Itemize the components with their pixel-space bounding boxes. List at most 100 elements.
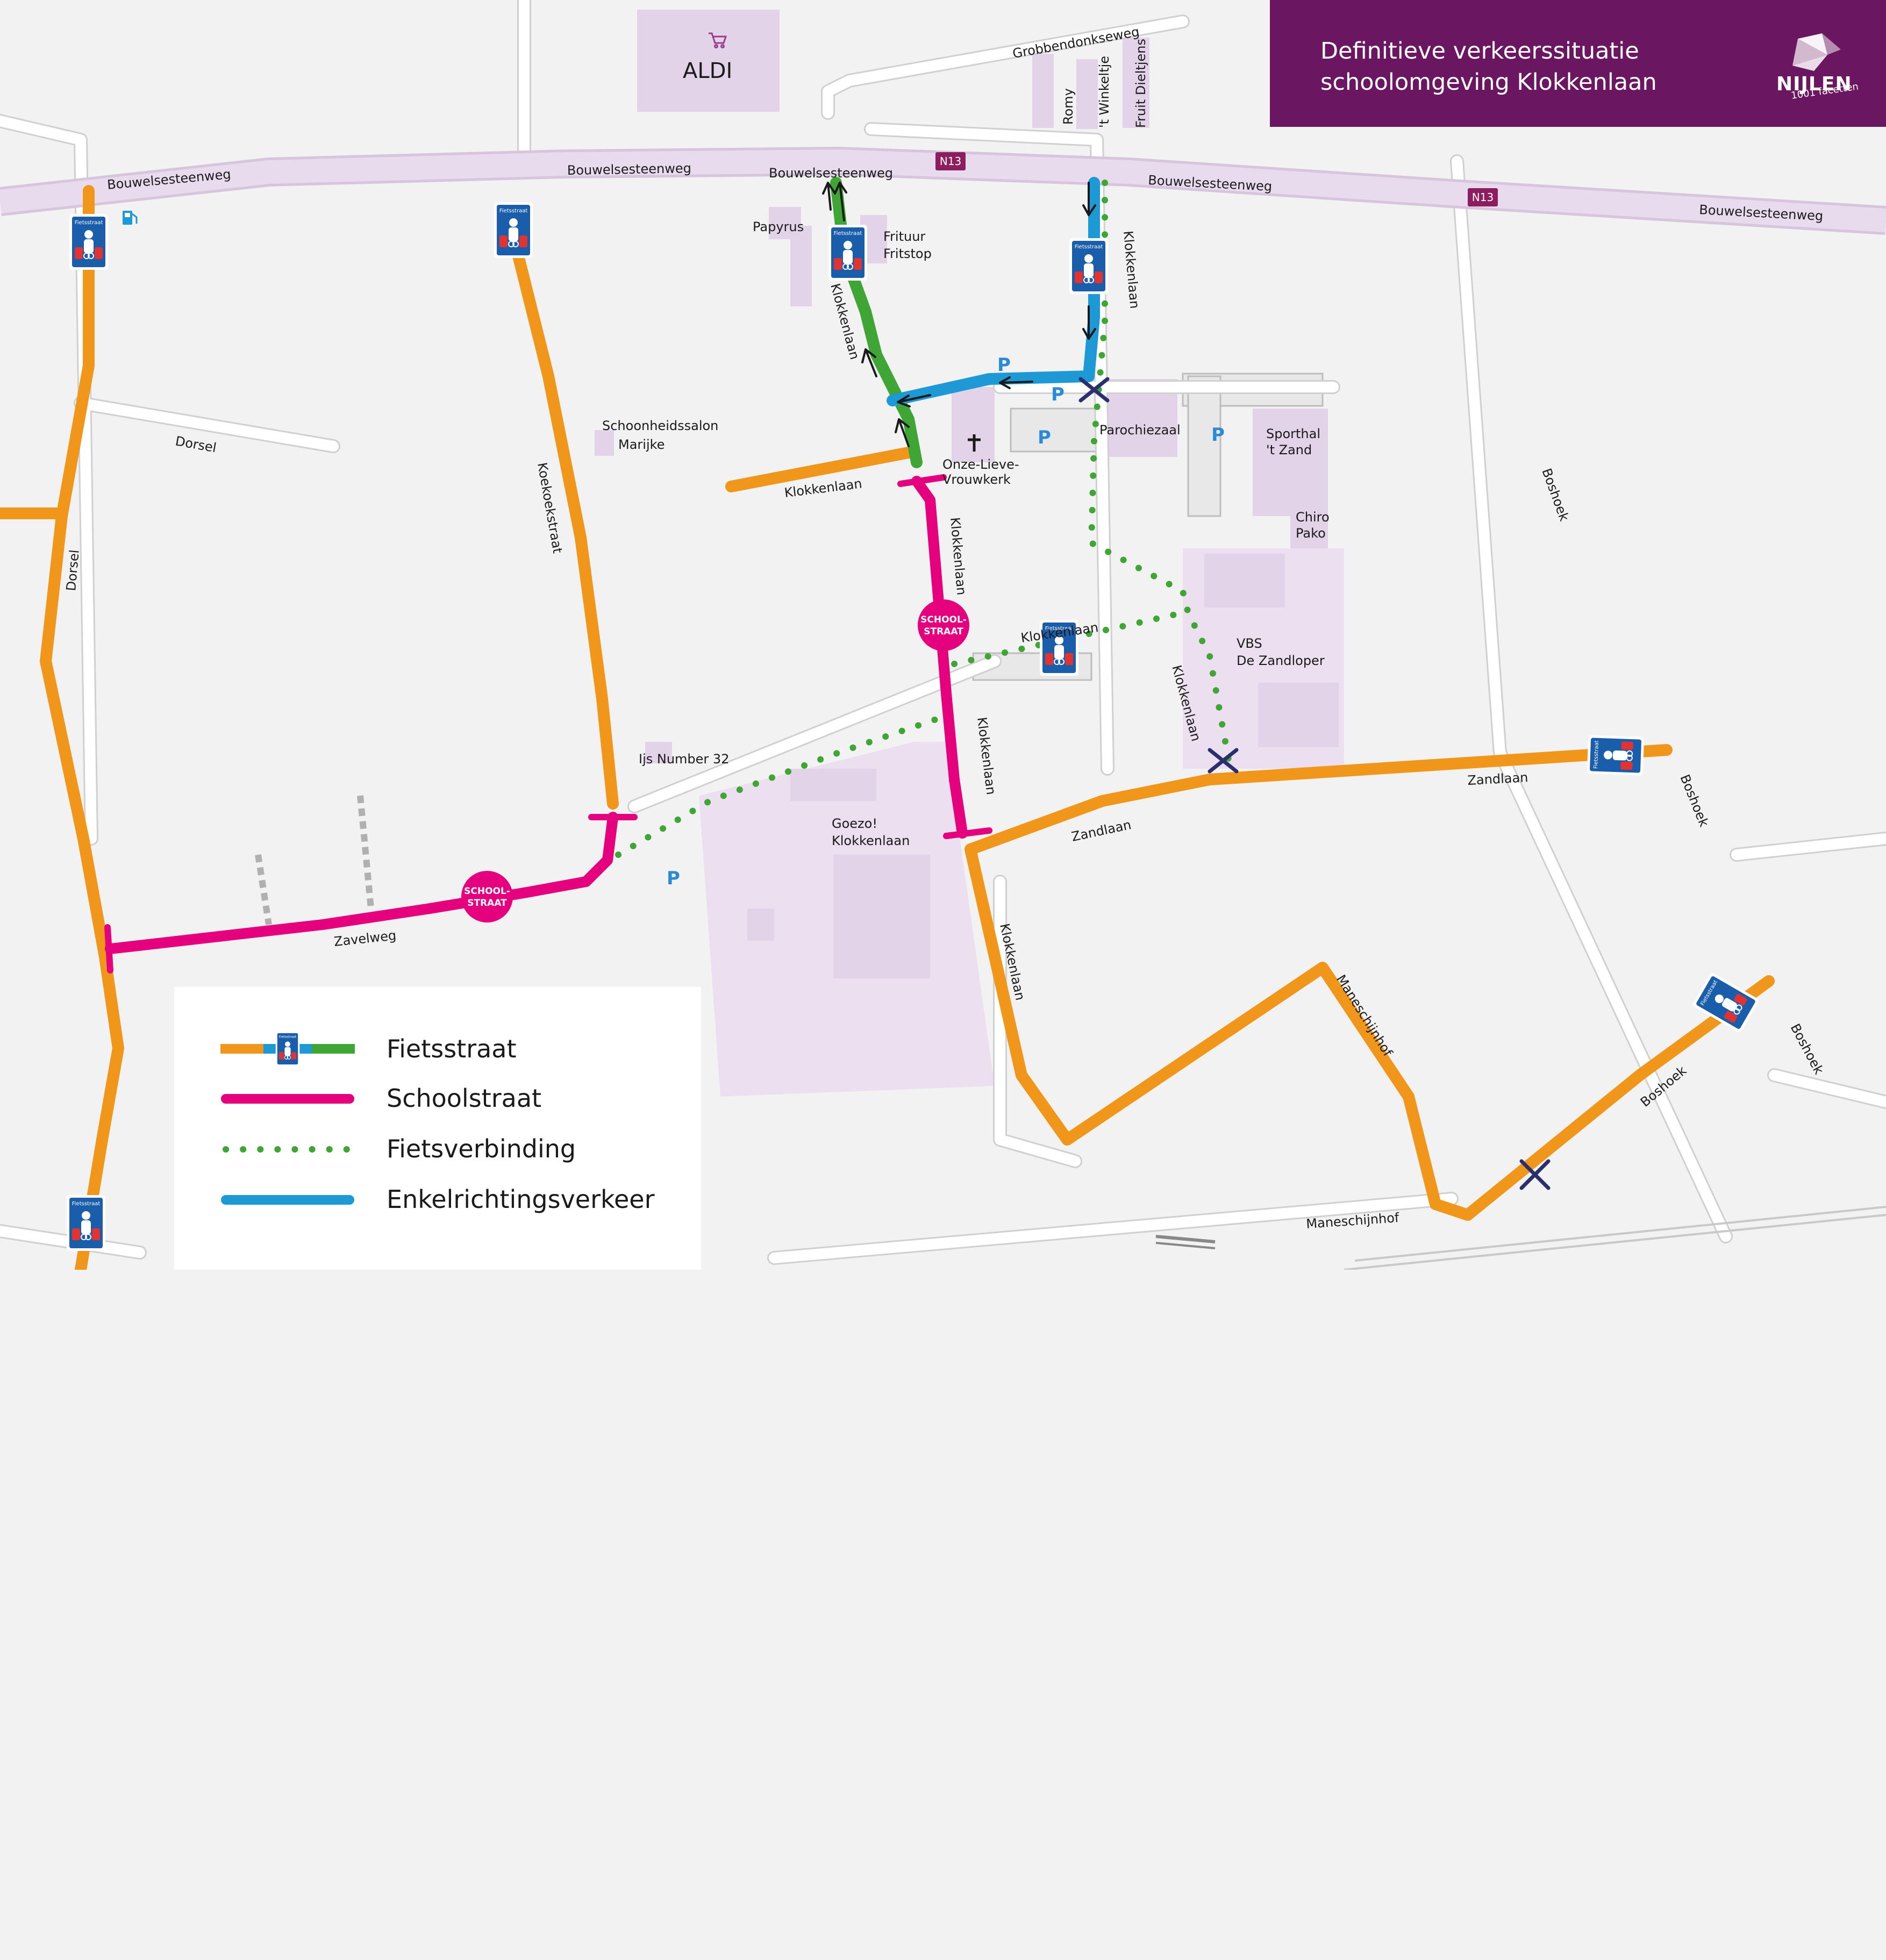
street-label-zandlaan: Zandlaan: [1070, 817, 1132, 845]
street-label-koekoekstraat: Koekoekstraat: [534, 461, 565, 554]
parking-labels: P P P P P: [667, 354, 1225, 889]
building-goezo-2: [833, 855, 930, 978]
place-label-chiro: Chiro: [1296, 510, 1330, 525]
place-label-ijs: Ijs Number 32: [639, 752, 729, 767]
legend-swatch-fietsstraat: [220, 1031, 355, 1067]
parking-kerk: [1010, 407, 1103, 453]
place-label-pako: Pako: [1296, 526, 1326, 541]
fietsverbinding-goezo: [615, 714, 944, 858]
parking-label: P: [1051, 384, 1065, 405]
fietsstraat-sign-icon: [1069, 238, 1109, 295]
place-label-frituur: Frituur: [883, 229, 925, 244]
tracks: [255, 795, 374, 925]
parking-label: P: [667, 868, 680, 889]
building-aldi: [637, 10, 780, 112]
building-goezo-1: [790, 769, 876, 801]
building-vbs-1: [1204, 554, 1285, 607]
legend: Fietsstraat Schoolstraat Fietsverbinding…: [174, 987, 701, 1270]
legend-row-schoolstraat: Schoolstraat: [174, 1074, 701, 1122]
place-label-vrouwkerk: Vrouwkerk: [942, 472, 1011, 487]
street-label-dorsel: Dorsel: [63, 549, 82, 591]
street-label-dorsel: Dorsel: [174, 433, 218, 455]
building-papyrus-2: [790, 226, 812, 306]
schoolstraat-badge-line1: SCHOOL-: [464, 886, 510, 897]
fietsstraat-zandlaan: [965, 744, 1673, 855]
direction-arrows: [822, 182, 1096, 447]
fietsstraat-routes: [0, 185, 1775, 1270]
building-romy: [1032, 54, 1054, 128]
n13-badge-2: N13: [1468, 188, 1498, 206]
schoolstraat-badge-klokkenlaan: SCHOOL- STRAAT: [918, 599, 969, 651]
x-marker-parochiezaal: [1078, 377, 1110, 403]
place-label-kerk: Onze-Lieve-: [942, 457, 1019, 472]
fietsstraat-sign-icon: [828, 224, 868, 281]
legend-row-fietsverbinding: Fietsverbinding: [174, 1125, 701, 1173]
place-label-goezo: Goezo!: [832, 816, 877, 831]
logo-name: NIJLEN: [1776, 73, 1852, 95]
street-label-klokkenlaan: Klokkenlaan: [1120, 230, 1142, 309]
closed-markers: [1078, 377, 1551, 1190]
schoolstraat-badge-line2: STRAAT: [467, 898, 507, 909]
fietsverbinding-oost: [1088, 180, 1234, 777]
building-schoonheidssalon: [595, 430, 614, 456]
fietsstraat-dorsel: [40, 185, 124, 1270]
building-chiro: [1290, 511, 1328, 548]
parking-label: P: [1211, 424, 1225, 446]
building-fruit: [1123, 38, 1149, 128]
place-label-fruit: Fruit Dieltjens: [1133, 39, 1148, 128]
street-label-boshoek: Boshoek: [1539, 466, 1571, 523]
schoolstraten: [105, 476, 968, 954]
legend-swatch-enkelrichting: [221, 1195, 354, 1205]
street-label-bouwelsesteenweg: Bouwelsesteenweg: [567, 161, 691, 178]
x-marker-boshoek: [1519, 1159, 1551, 1190]
legend-label-fietsstraat: Fietsstraat: [387, 1034, 517, 1063]
fietsstraat-sign-icon: [494, 202, 533, 259]
schoolstraat-badge-zavelweg: SCHOOL- STRAAT: [461, 871, 513, 922]
map-title-line1: Definitieve verkeerssituatie: [1320, 38, 1639, 65]
schoolstraat-klokkenlaan: [911, 476, 968, 839]
legend-label-fietsverbinding: Fietsverbinding: [387, 1134, 576, 1163]
schoolstraat-end-bars: [104, 474, 992, 974]
title-box: Definitieve verkeerssituatie schoolomgev…: [1270, 0, 1886, 127]
railway: [1155, 1206, 1886, 1270]
place-label-goezo-klokkenlaan: Klokkenlaan: [832, 833, 910, 848]
place-label-aldi: ALDI: [683, 59, 732, 83]
legend-swatch-fietsverbinding: [223, 1146, 353, 1153]
bouwelsesteenweg: [0, 149, 1886, 232]
parking-label: P: [997, 354, 1011, 376]
place-label-t-zand: 't Zand: [1266, 442, 1312, 457]
church-cross-icon: [968, 434, 981, 452]
parking-label: P: [1038, 427, 1051, 448]
street-label-zandlaan: Zandlaan: [1467, 770, 1528, 788]
street-label-zavelweg: Zavelweg: [333, 928, 397, 949]
street-label-boshoek: Boshoek: [1788, 1021, 1827, 1077]
shopping-cart-icon: [709, 32, 727, 48]
place-label-papyrus: Papyrus: [753, 219, 804, 234]
legend-label-schoolstraat: Schoolstraat: [387, 1084, 542, 1113]
building-sporthal: [1253, 409, 1328, 516]
fietsverbindingen: [615, 180, 1234, 858]
place-label-vbs: VBS: [1237, 636, 1262, 651]
fietsstraat-klokkenlaan-west: [725, 446, 920, 492]
legend-label-enkelrichting: Enkelrichtingsverkeer: [387, 1185, 655, 1214]
place-label-fritstop: Fritstop: [883, 246, 932, 261]
map-canvas: Fietsstraat: [0, 0, 1886, 1270]
place-label-de-zandloper: De Zandloper: [1237, 653, 1325, 668]
street-label-grobbendonkseweg: Grobbendonkseweg: [1011, 24, 1140, 61]
fietsstraat-sign-icon: [275, 1031, 300, 1067]
fietsstraat-sign-icon: [66, 1194, 106, 1251]
legend-row: [174, 1912, 701, 1960]
minor-roads: [0, 0, 1886, 1263]
place-label-schoonheidssalon: Schoonheidssalon: [602, 418, 718, 433]
fietsstraat-koekoekstraat: [505, 220, 619, 810]
place-label-parochiezaal: Parochiezaal: [1099, 423, 1181, 438]
map-svg: Fietsstraat: [0, 0, 1886, 1270]
fietsstraat-sign-icon: [69, 213, 109, 270]
enkelrichting-route: [887, 177, 1100, 406]
fietsstraat-klokkenlaan-zuid: [965, 843, 1775, 1221]
building-goezo-3: [747, 909, 774, 941]
building-ijs: [645, 742, 672, 763]
building-vbs-2: [1258, 683, 1339, 747]
street-label-klokkenlaan: Klokkenlaan: [947, 517, 969, 596]
place-label-winkeltje: 't Winkeltje: [1097, 56, 1112, 128]
